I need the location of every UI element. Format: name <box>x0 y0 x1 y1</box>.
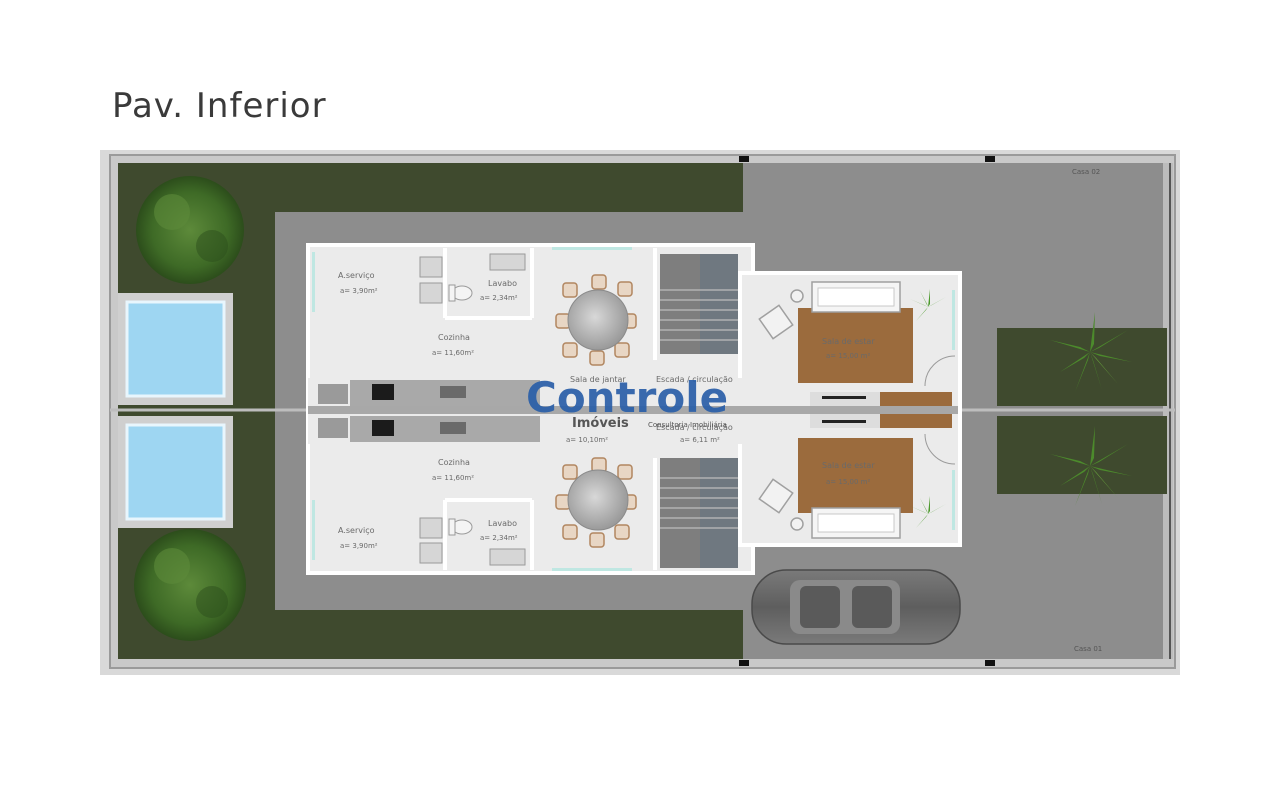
tree-top <box>136 176 244 284</box>
area-area-servico-bottom: a= 3,90m² <box>340 542 378 550</box>
area-sala-jantar-bottom: a= 10,10m² <box>566 436 608 444</box>
area-sala-estar-top: a= 15,00 m² <box>826 352 870 360</box>
kitchen-counter-top <box>350 380 540 406</box>
plant-top <box>910 289 946 325</box>
page-title: Pav. Inferior <box>112 86 327 126</box>
area-cozinha-top: a= 11,60m² <box>432 349 474 357</box>
stairs-top <box>660 254 738 354</box>
area-lavabo-top: a= 2,34m² <box>480 294 518 302</box>
area-cozinha-bottom: a= 11,60m² <box>432 474 474 482</box>
rug-bottom <box>798 438 913 513</box>
label-cozinha-bottom: Cozinha <box>438 458 470 467</box>
area-lavabo-bottom: a= 2,34m² <box>480 534 518 542</box>
area-sala-estar-bottom: a= 15,00 m² <box>826 478 870 486</box>
watermark-tagline: Consultoria Imobiliária <box>648 421 727 429</box>
stairs-bottom <box>660 458 738 568</box>
label-area-servico-top: A.serviço <box>338 271 375 280</box>
lawn-right-bottom <box>997 416 1167 494</box>
kitchen-counter-bottom <box>350 416 540 442</box>
label-lavabo-top: Lavabo <box>488 279 517 288</box>
car <box>751 569 961 645</box>
label-sala-jantar-top: Sala de jantar <box>570 375 626 384</box>
dining-table-top <box>555 274 637 366</box>
area-escada-bottom: a= 6,11 m² <box>680 436 720 444</box>
label-cozinha-top: Cozinha <box>438 333 470 342</box>
sofa-top <box>811 281 901 313</box>
label-escada-bottom: Escada / circulação <box>656 423 733 432</box>
label-casa-02: Casa 02 <box>1072 168 1100 176</box>
pool-bottom <box>125 423 226 521</box>
watermark-brand: Controle <box>526 373 728 422</box>
label-area-servico-bottom: A.serviço <box>338 526 375 535</box>
label-sala-estar-bottom: Sala de estar <box>822 461 875 470</box>
lawn-right-top <box>997 328 1167 406</box>
rug-top <box>798 308 913 383</box>
sofa-bottom <box>811 507 901 539</box>
pool-top <box>125 300 226 398</box>
label-escada-top: Escada / circulação <box>656 375 733 384</box>
label-lavabo-bottom: Lavabo <box>488 519 517 528</box>
watermark-logo: Controle Imóveis Consultoria Imobiliária <box>526 373 728 431</box>
label-casa-01: Casa 01 <box>1074 645 1102 653</box>
plant-bottom <box>910 496 946 532</box>
area-area-servico-top: a= 3,90m² <box>340 287 378 295</box>
dining-table-bottom <box>555 457 637 548</box>
tree-bottom <box>134 529 246 641</box>
label-sala-estar-top: Sala de estar <box>822 337 875 346</box>
watermark-sub: Imóveis <box>572 416 629 431</box>
